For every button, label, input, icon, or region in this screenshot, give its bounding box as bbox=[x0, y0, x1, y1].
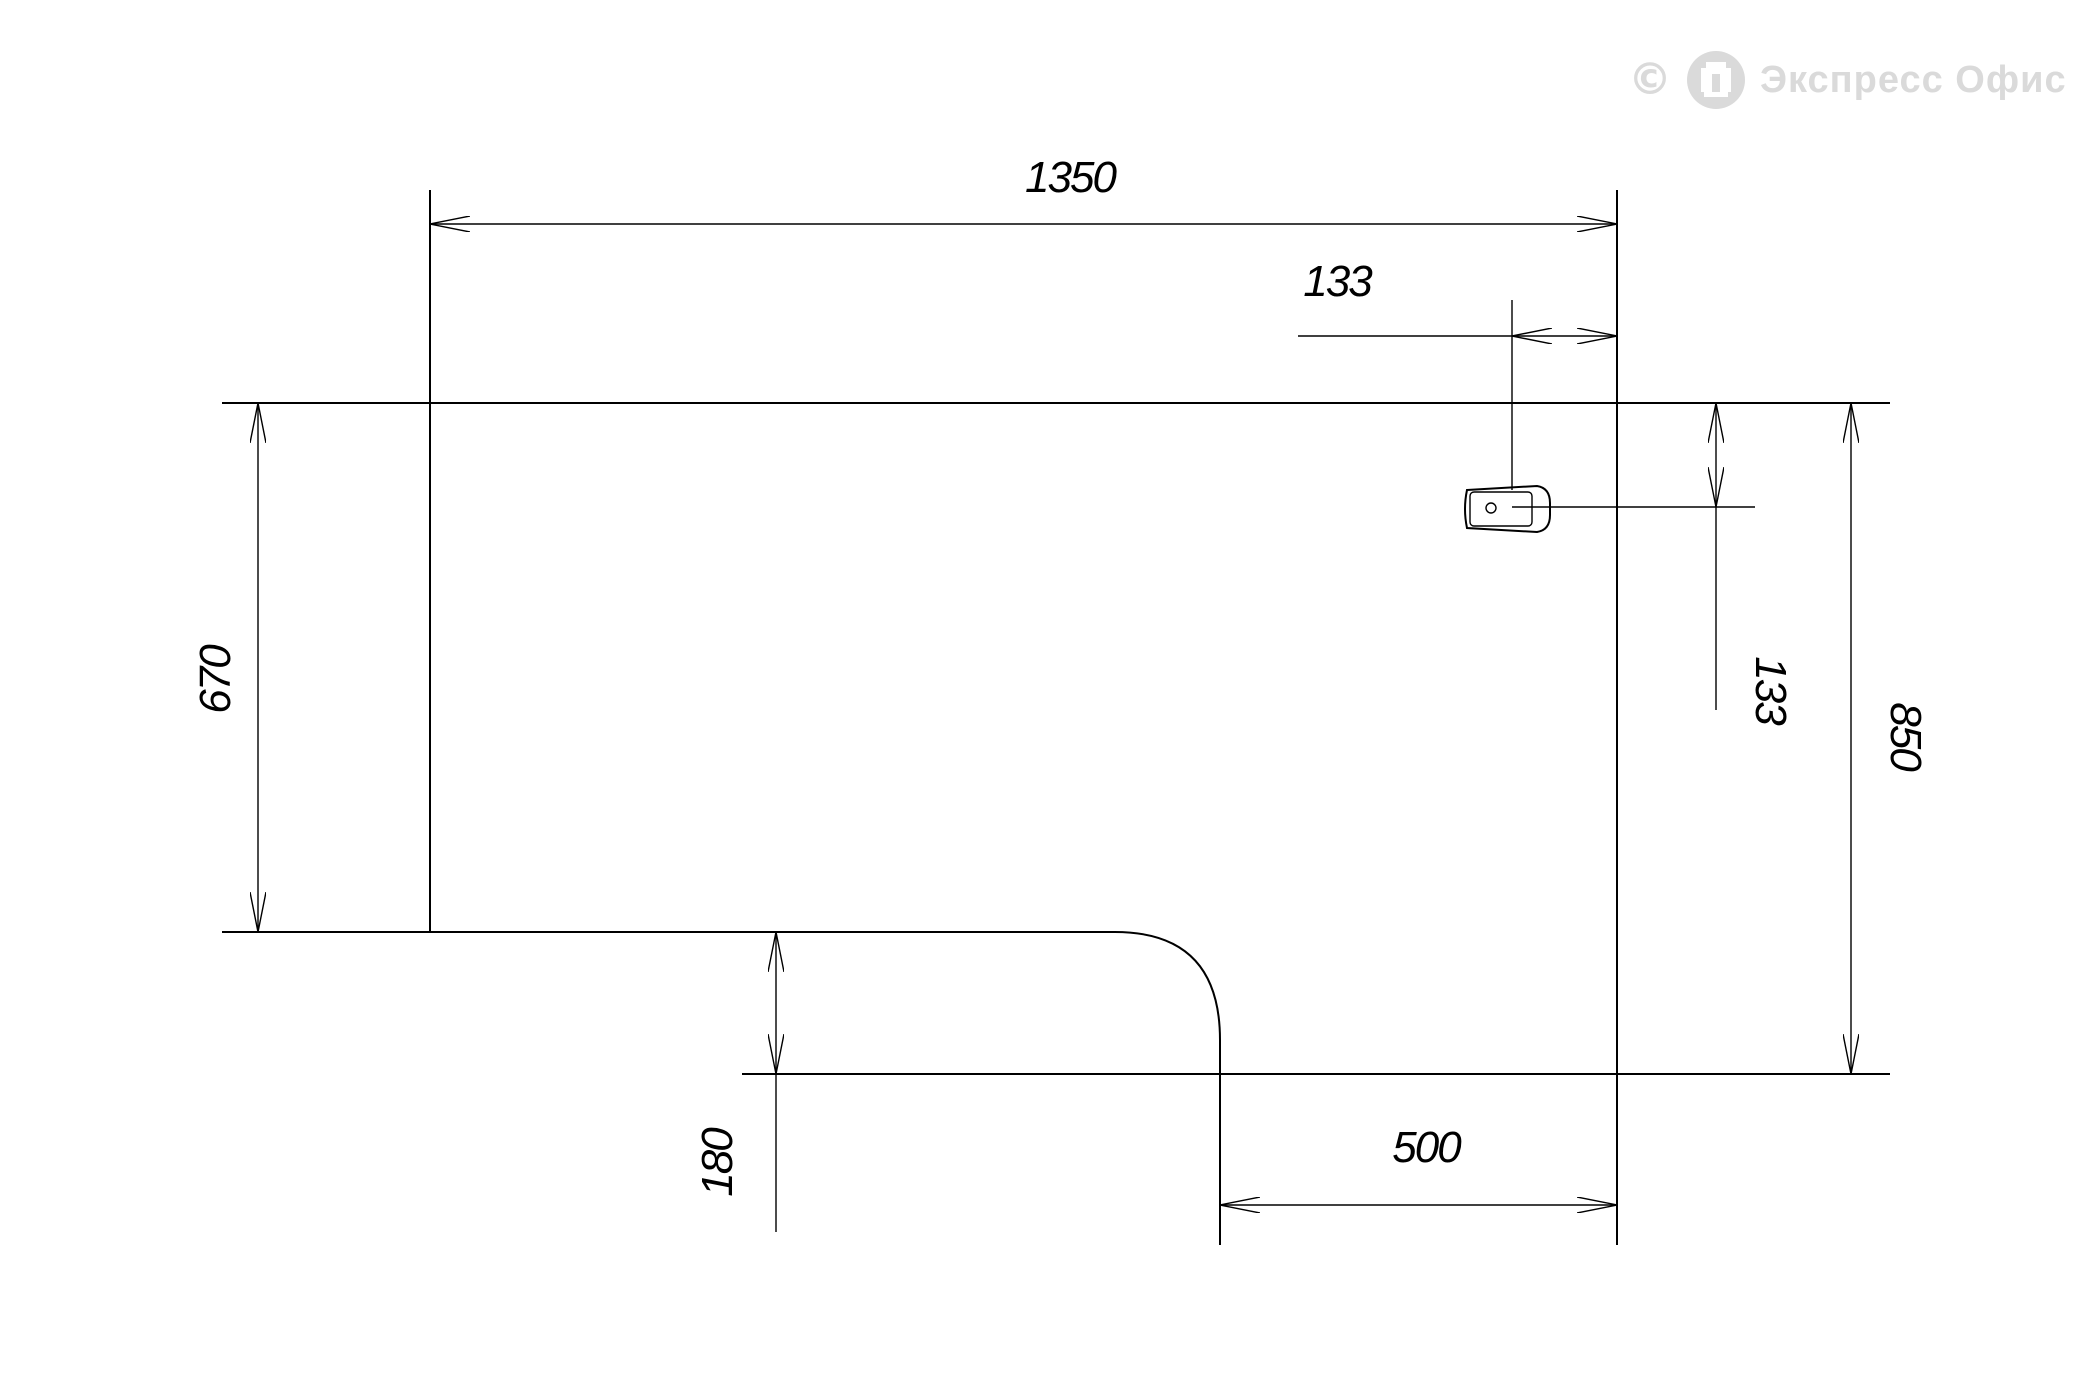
dimension-grommet-y: 133 bbox=[1512, 403, 1795, 726]
dimension-label-1350: 1350 bbox=[1025, 153, 1117, 202]
cable-grommet-icon bbox=[1464, 484, 1551, 534]
dimension-depth-left: 670 bbox=[191, 403, 258, 932]
dimension-overall-width: 1350 bbox=[430, 153, 1617, 224]
corner-arc bbox=[1114, 931, 1221, 1041]
dimension-label-133-y: 133 bbox=[1746, 656, 1795, 726]
dimension-label-133-x: 133 bbox=[1303, 257, 1373, 306]
copyright-symbol: © bbox=[1628, 54, 1672, 105]
dimension-label-180: 180 bbox=[693, 1127, 742, 1197]
dimension-label-500: 500 bbox=[1392, 1123, 1462, 1172]
dimension-grommet-x: 133 bbox=[1298, 257, 1617, 490]
dimension-extension-width: 500 bbox=[1220, 1123, 1617, 1205]
brand-name: Экспресс Офис bbox=[1760, 58, 2067, 101]
dimension-label-850: 850 bbox=[1881, 702, 1930, 772]
desk-outline bbox=[222, 190, 1890, 1245]
dimension-depth-right: 850 bbox=[1851, 403, 1930, 1074]
watermark: © Экспресс Офис bbox=[1628, 50, 2067, 110]
brand-logo-icon bbox=[1687, 51, 1745, 109]
dimension-label-670: 670 bbox=[191, 644, 240, 714]
dimension-extension-depth: 180 bbox=[693, 932, 776, 1232]
